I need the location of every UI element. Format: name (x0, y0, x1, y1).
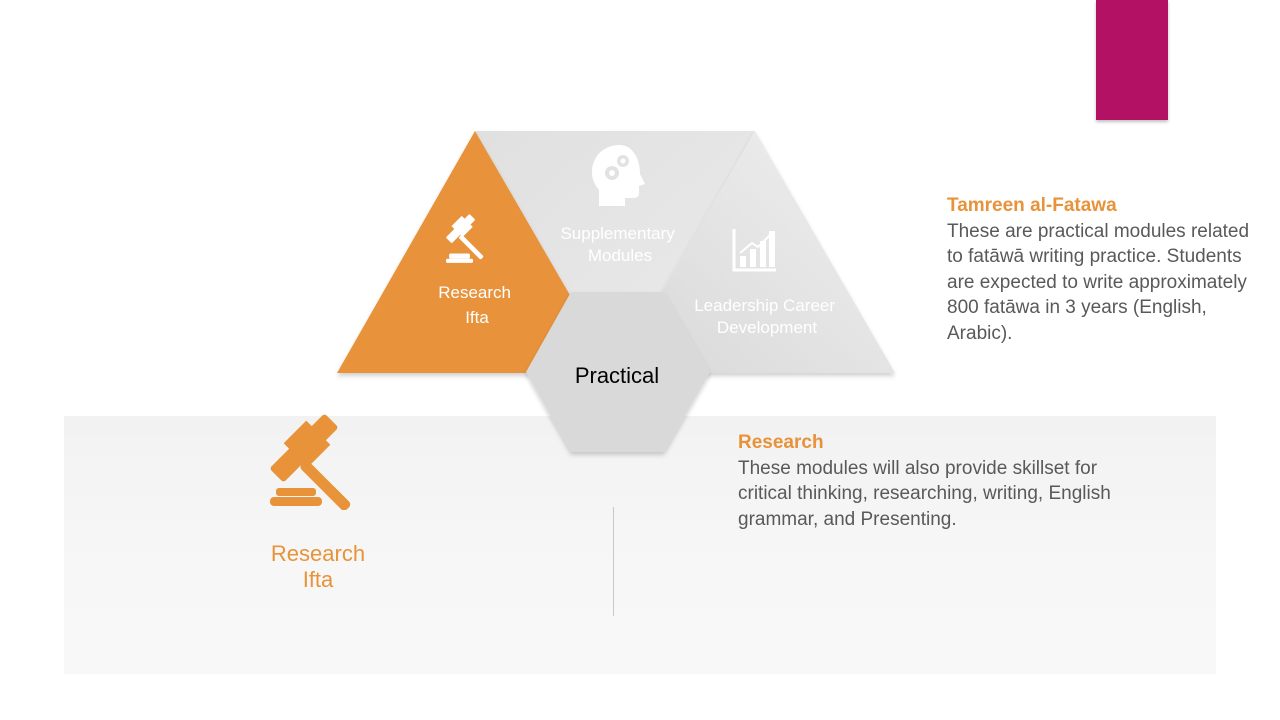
panel-label-research-ifta: Research Ifta (270, 541, 366, 592)
info-body: These modules will also provide skillset… (738, 457, 1111, 530)
label-research-ifta: Research Ifta (438, 283, 516, 327)
accent-bar (1096, 0, 1168, 120)
gavel-icon (446, 214, 484, 263)
info-body: These are practical modules related to f… (947, 220, 1250, 344)
center-label: Practical (575, 363, 659, 388)
head-gears-icon (592, 145, 645, 206)
label-leadership-career-development: Leadership Career Development (694, 296, 840, 337)
info-tamreen-al-fatawa: Tamreen al-Fatawa These are practical mo… (947, 193, 1265, 346)
info-heading: Research (738, 432, 824, 453)
info-heading: Tamreen al-Fatawa (947, 195, 1117, 216)
panel-divider (613, 507, 614, 616)
segment-supplementary-modules (475, 131, 755, 373)
bar-chart-icon (732, 229, 776, 272)
bottom-panel (64, 416, 1216, 674)
label-supplementary-modules: Supplementary Modules (560, 224, 679, 265)
center-hexagon (526, 292, 710, 452)
gavel-icon-large (270, 414, 351, 510)
info-research: Research These modules will also provide… (738, 430, 1128, 532)
